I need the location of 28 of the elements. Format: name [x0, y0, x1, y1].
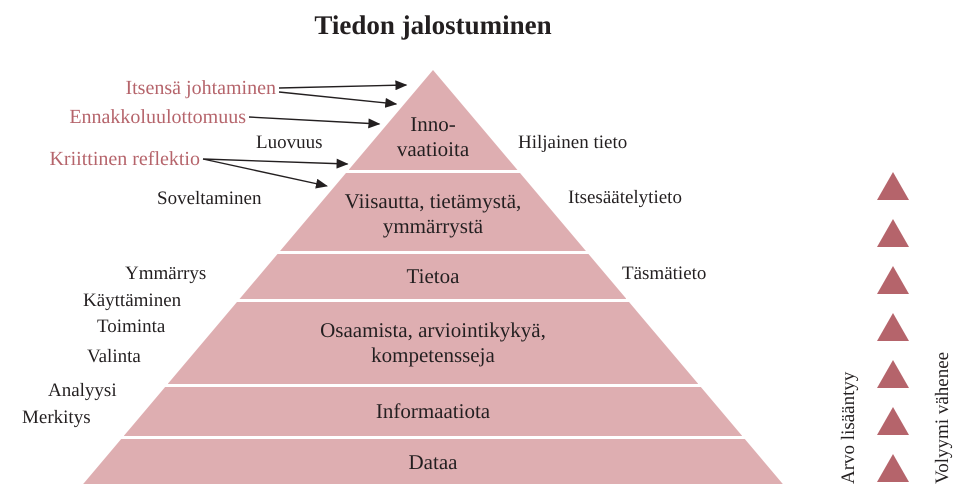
- side-label: Valinta: [87, 346, 141, 369]
- layer-label: Dataa: [408, 450, 458, 476]
- layer-label: Viisautta, tietämystä, ymmärrystä: [344, 188, 522, 240]
- side-label: Käyttäminen: [83, 290, 182, 313]
- side-label: Soveltaminen: [157, 188, 262, 211]
- layer-label: Osaamista, arviointikykyä, kompetensseja: [319, 318, 547, 368]
- arrow: [202, 158, 349, 169]
- side-label: Ymmärrys: [125, 263, 206, 286]
- axis-caption: Arvo lisääntyy: [838, 372, 860, 484]
- side-label: Toiminta: [97, 316, 166, 339]
- skill-label: Itsensä johtaminen: [125, 76, 276, 100]
- arrow: [248, 116, 380, 128]
- arrow: [278, 91, 398, 108]
- skill-label: Ennakkoluulottomuus: [69, 105, 246, 129]
- side-label: Hiljainen tieto: [518, 132, 628, 155]
- side-label: Itsesäätelytieto: [568, 187, 682, 210]
- side-label: Analyysi: [48, 380, 117, 403]
- arrow: [278, 80, 408, 90]
- side-label: Luovuus: [256, 132, 322, 155]
- skill-label: Kriittinen reflektio: [49, 147, 200, 171]
- axis-caption: Volyymi vähenee: [932, 352, 954, 484]
- layer-label: Informaatiota: [376, 398, 490, 424]
- diagram-title: Tiedon jalostuminen: [313, 10, 553, 41]
- layer-label: Tietoa: [406, 264, 460, 290]
- side-label: Täsmätieto: [622, 263, 706, 286]
- layer-label: Inno- vaatioita: [396, 112, 470, 162]
- arrow: [202, 158, 328, 189]
- side-label: Merkitys: [22, 407, 91, 430]
